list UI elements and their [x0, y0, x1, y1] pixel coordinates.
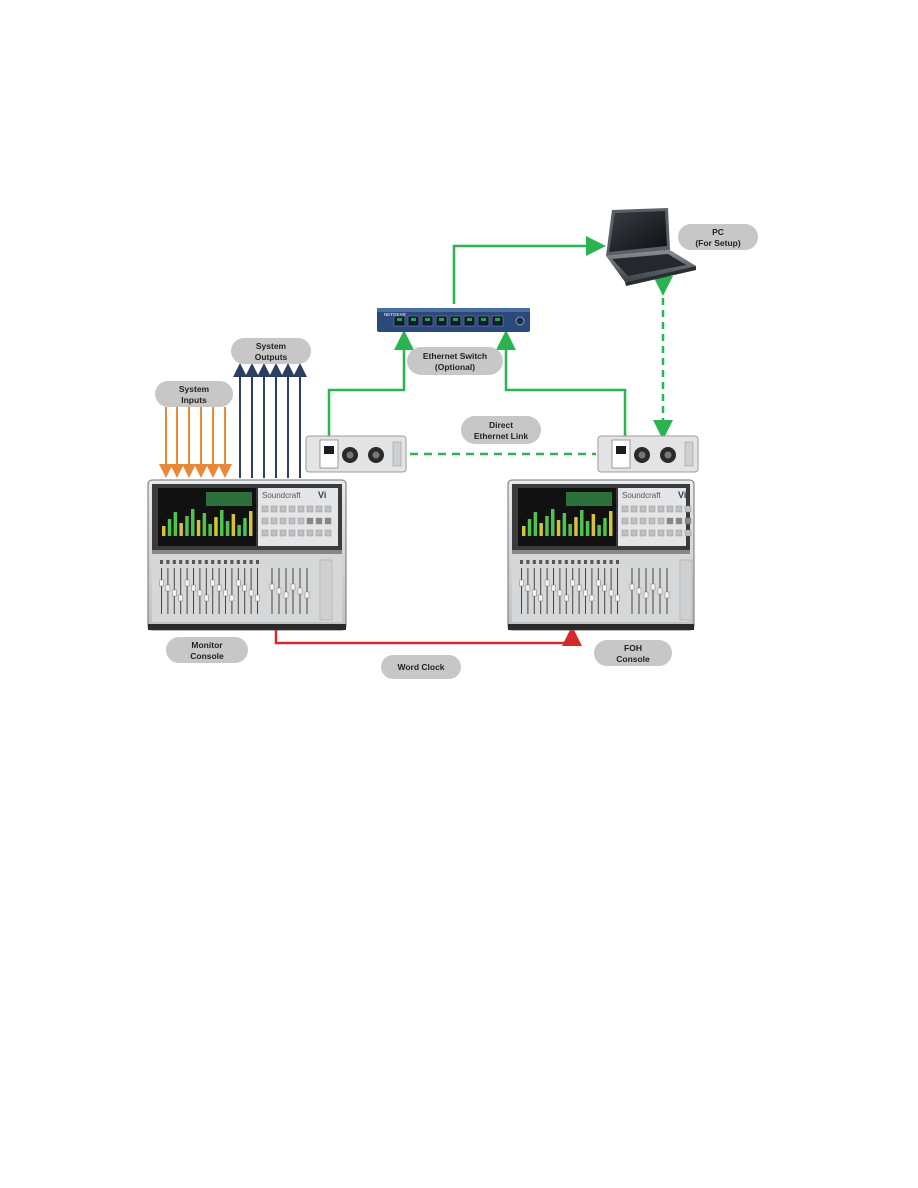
console-model-text: Vi	[318, 490, 326, 500]
console-brand-text: Soundcraft	[262, 491, 301, 500]
system-input-arrows	[159, 407, 232, 478]
ethernet-switch-label: Ethernet Switch (Optional)	[407, 347, 503, 375]
ethernet-connections	[327, 236, 673, 456]
pc-label-line2: (For Setup)	[695, 238, 740, 248]
word-clock-label: Word Clock	[381, 655, 461, 679]
monitor-console-device: Soundcraft Vi	[147, 479, 347, 631]
monitor-console-label-line1: Monitor	[191, 640, 223, 650]
word-clock-link	[274, 626, 582, 646]
direct-link-label-line1: Direct	[489, 420, 513, 430]
monitor-console-label: Monitor Console	[166, 637, 248, 663]
direct-link-label-line2: Ethernet Link	[474, 431, 529, 441]
ethernet-switch-label-line2: (Optional)	[435, 362, 475, 372]
foh-console-label: FOH Console	[594, 640, 672, 666]
system-outputs-label-line1: System	[256, 341, 287, 351]
direct-ethernet-link-label: Direct Ethernet Link	[461, 416, 541, 444]
ethernet-switch-label-line1: Ethernet Switch	[423, 351, 487, 361]
system-inputs-label-line2: Inputs	[181, 395, 207, 405]
left-stagebox-device	[305, 435, 407, 473]
system-output-arrows	[233, 363, 307, 478]
pc-label-line1: PC	[712, 227, 724, 237]
system-outputs-label: System Outputs	[231, 338, 311, 364]
right-stagebox-device	[597, 435, 699, 473]
foh-console-label-line1: FOH	[624, 643, 642, 653]
switch-to-pc-link	[452, 236, 606, 304]
word-clock-label-text: Word Clock	[397, 662, 444, 672]
left-stagebox-to-switch-link	[327, 330, 414, 438]
monitor-console-label-line2: Console	[190, 651, 224, 661]
foh-console-device: Soundcraft Vi	[507, 479, 695, 631]
ethernet-switch-device: NETGEAR	[377, 308, 530, 332]
system-inputs-label-line1: System	[179, 384, 210, 394]
system-inputs-label: System Inputs	[155, 381, 233, 407]
system-outputs-label-line2: Outputs	[255, 352, 288, 362]
foh-console-label-line2: Console	[616, 654, 650, 664]
pc-label: PC (For Setup)	[678, 224, 758, 250]
laptop-pc-device	[606, 208, 696, 286]
console-model-text: Vi	[678, 490, 686, 500]
right-stagebox-to-switch-link	[496, 330, 627, 438]
console-brand-text: Soundcraft	[622, 491, 661, 500]
switch-brand-text: NETGEAR	[384, 312, 407, 317]
